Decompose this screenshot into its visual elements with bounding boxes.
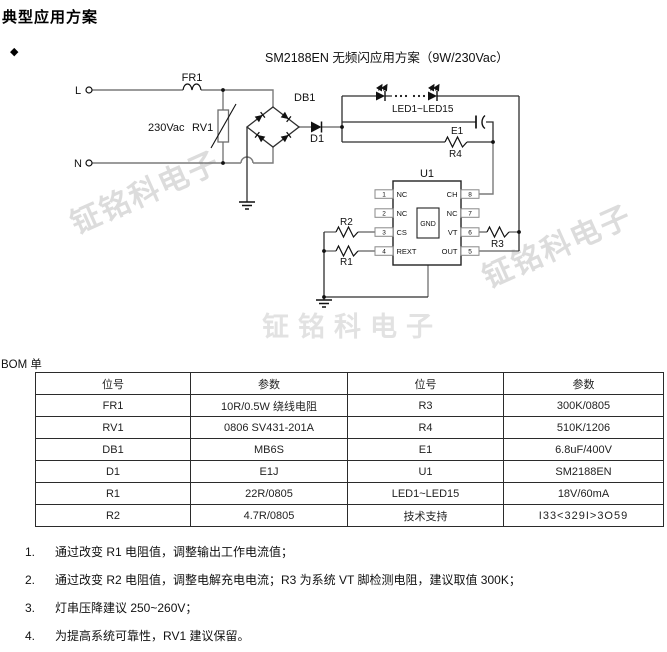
rv1-label: RV1 xyxy=(192,122,213,134)
pin8-name: CH xyxy=(447,190,458,199)
figure-caption: SM2188EN 无频闪应用方案（9W/230Vac） xyxy=(265,51,509,65)
bom-cell: D1 xyxy=(35,460,191,483)
pin5-name: OUT xyxy=(442,247,458,256)
pin1-num: 1 xyxy=(382,192,386,199)
gnd-pad xyxy=(416,207,440,239)
bom-cell: RV1 xyxy=(35,416,191,439)
e1-label: E1 xyxy=(451,126,464,137)
r4-label: R4 xyxy=(449,149,462,160)
table-row: DB1 MB6S E1 6.8uF/400V xyxy=(35,438,664,461)
pin6-num: 6 xyxy=(468,230,472,237)
pin2-num: 2 xyxy=(382,211,386,218)
bom-cell: R4 xyxy=(347,416,504,439)
vac-label: 230Vac xyxy=(148,122,185,134)
table-row: RV1 0806 SV431-201A R4 510K/1206 xyxy=(35,416,664,439)
note-text: 为提高系统可靠性，RV1 建议保留。 xyxy=(55,629,250,643)
varistor-rv1-symbol xyxy=(210,103,237,149)
bom-header-row: 位号 参数 位号 参数 xyxy=(35,372,664,395)
capacitor-e1-symbol xyxy=(475,114,486,130)
ground-symbols xyxy=(239,201,332,308)
circuit-wires-black xyxy=(245,95,520,300)
junction-dots xyxy=(221,88,521,299)
bom-cell: R1 xyxy=(35,482,191,505)
note-text: 通过改变 R1 电阻值，调整输出工作电流值； xyxy=(55,545,294,559)
l-terminal-label: L xyxy=(75,85,81,97)
bom-cell: 0806 SV431-201A xyxy=(190,416,348,439)
bom-cell: MB6S xyxy=(190,438,348,461)
tech-support-cell: 技术支持 xyxy=(347,504,504,527)
bom-cell: LED1~LED15 xyxy=(347,482,504,505)
table-row: D1 E1J U1 SM2188EN xyxy=(35,460,664,483)
note-text: 通过改变 R2 电阻值，调整电解充电电流；R3 为系统 VT 脚检测电阻，建议取… xyxy=(55,573,521,587)
led-string-symbols xyxy=(376,86,439,102)
diamond-bullet-icon: ◆ xyxy=(10,46,19,58)
note-number: 3. xyxy=(25,601,36,615)
pin5-num: 5 xyxy=(468,249,472,256)
pin7-name: NC xyxy=(447,209,458,218)
bom-header-cell: 位号 xyxy=(35,372,191,395)
diode-d1-symbol xyxy=(311,121,323,133)
r3-label: R3 xyxy=(491,239,504,250)
note-text: 灯串压降建议 250~260V； xyxy=(55,601,198,615)
pin-boxes xyxy=(374,189,480,256)
bom-cell: U1 xyxy=(347,460,504,483)
n-terminal-label: N xyxy=(74,158,82,170)
bom-cell: R3 xyxy=(347,394,504,417)
bom-header-cell: 位号 xyxy=(347,372,504,395)
pin7-num: 7 xyxy=(468,211,472,218)
note-line: 1. 通过改变 R1 电阻值，调整输出工作电流值； xyxy=(25,546,655,559)
application-notes: 1. 通过改变 R1 电阻值，调整输出工作电流值； 2. 通过改变 R2 电阻值… xyxy=(25,546,655,652)
bom-cell: 510K/1206 xyxy=(503,416,664,439)
db1-label: DB1 xyxy=(294,92,315,104)
pin4-num: 4 xyxy=(382,249,386,256)
note-number: 1. xyxy=(25,545,36,559)
page-title: 典型应用方案 xyxy=(2,9,99,26)
application-circuit-diagram: GND 1 2 3 4 8 7 6 5 NC NC CS REX xyxy=(74,72,521,308)
chip-u1: GND 1 2 3 4 8 7 6 5 NC NC CS REX xyxy=(374,168,480,266)
bom-cell: 22R/0805 xyxy=(190,482,348,505)
bom-list-label: BOM 单 xyxy=(1,359,42,371)
d1-label: D1 xyxy=(310,133,324,145)
pin3-num: 3 xyxy=(382,230,386,237)
table-row: FR1 10R/0.5W 绕线电阻 R3 300K/0805 xyxy=(35,394,664,417)
table-row: R2 4.7R/0805 技术支持 I33<329I>3O59 xyxy=(35,504,664,527)
led-string-label: LED1~LED15 xyxy=(392,104,454,115)
pin1-name: NC xyxy=(397,190,408,199)
bridge-db1-diodes xyxy=(254,111,292,143)
bom-cell: FR1 xyxy=(35,394,191,417)
bom-cell: E1 xyxy=(347,438,504,461)
bom-header-cell: 参数 xyxy=(503,372,664,395)
pin8-num: 8 xyxy=(468,192,472,199)
note-line: 3. 灯串压降建议 250~260V； xyxy=(25,602,655,615)
pin2-name: NC xyxy=(397,209,408,218)
bom-cell: 300K/0805 xyxy=(503,394,664,417)
fuse-fr1-symbol xyxy=(182,83,202,91)
bom-cell: R2 xyxy=(35,504,191,527)
pin6-name: VT xyxy=(448,228,458,237)
bom-cell: 4.7R/0805 xyxy=(190,504,348,527)
bom-cell: E1J xyxy=(190,460,348,483)
note-line: 2. 通过改变 R2 电阻值，调整电解充电电流；R3 为系统 VT 脚检测电阻，… xyxy=(25,574,655,587)
r2-label: R2 xyxy=(340,217,353,228)
bom-cell: 6.8uF/400V xyxy=(503,438,664,461)
tech-support-contact-cell: I33<329I>3O59 xyxy=(503,504,664,527)
note-line: 4. 为提高系统可靠性，RV1 建议保留。 xyxy=(25,630,655,643)
bom-cell: 18V/60mA xyxy=(503,482,664,505)
bom-cell: DB1 xyxy=(35,438,191,461)
pin3-name: CS xyxy=(397,228,407,237)
fr1-label: FR1 xyxy=(182,72,203,84)
table-row: R1 22R/0805 LED1~LED15 18V/60mA xyxy=(35,482,664,505)
bom-cell: SM2188EN xyxy=(503,460,664,483)
bom-cell: 10R/0.5W 绕线电阻 xyxy=(190,394,348,417)
note-number: 2. xyxy=(25,573,36,587)
gnd-pad-label: GND xyxy=(420,221,436,228)
u1-label: U1 xyxy=(420,168,434,180)
pin4-name: REXT xyxy=(397,247,417,256)
bom-header-cell: 参数 xyxy=(190,372,348,395)
r1-label: R1 xyxy=(340,257,353,268)
note-number: 4. xyxy=(25,629,36,643)
bom-table: 位号 参数 位号 参数 FR1 10R/0.5W 绕线电阻 R3 300K/08… xyxy=(35,372,664,527)
ac-terminals xyxy=(85,86,93,167)
